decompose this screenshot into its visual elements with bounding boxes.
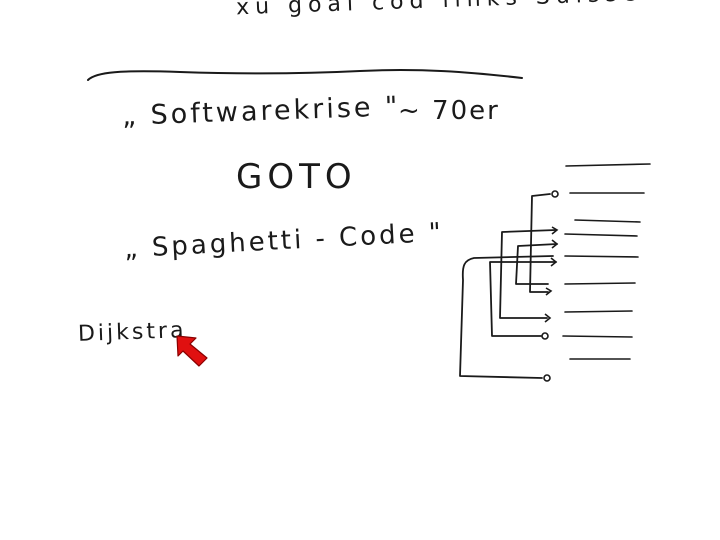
code-lines [562,163,651,360]
era-text: ~ 70er [398,96,500,126]
goto-jump-lines [459,193,558,379]
red-arrow-cursor-icon [176,335,208,367]
dijkstra-text: Dijkstra [77,318,187,347]
jump-endpoints [541,190,559,382]
goto-text: GOTO [236,157,357,197]
divider-line [87,68,523,81]
